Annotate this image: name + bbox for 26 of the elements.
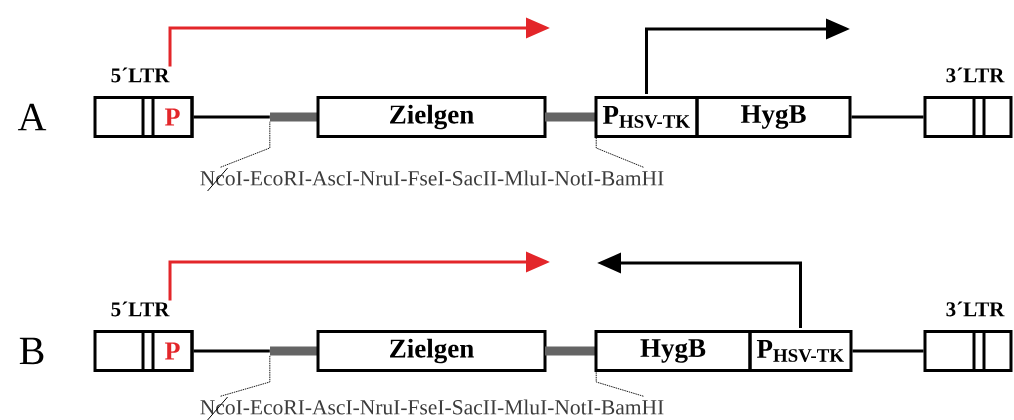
gene-box: P$_{HSV-TK}$ [748,330,853,372]
mcs-bar [270,346,318,356]
promoter-box: P [151,330,194,372]
gene-box: HygB [594,330,752,372]
mcs-bar [545,346,596,356]
leader-line [220,121,271,168]
promoter-box: P [151,96,194,138]
backbone-line [852,349,924,353]
backbone-line [851,115,924,119]
leader-line [595,355,644,397]
backbone-line [193,115,270,119]
ltr-label: 3´LTR [946,67,1005,83]
row-label: A [17,103,47,131]
ltr-label: 5´LTR [111,301,170,317]
gene-box: P$_{HSV-TK}$ [594,96,699,138]
mcs-bar [545,112,596,122]
backbone-line [193,349,270,353]
row-label: B [19,337,44,365]
gene-box: Zielgen [316,330,547,372]
leader-line [220,355,271,397]
mcs-bar [270,112,318,122]
gene-box: Zielgen [316,96,547,138]
ltr-label: 3´LTR [946,301,1005,317]
ltr-label: 5´LTR [111,67,170,83]
gene-box: HygB [695,96,852,138]
leader-line [595,121,644,168]
